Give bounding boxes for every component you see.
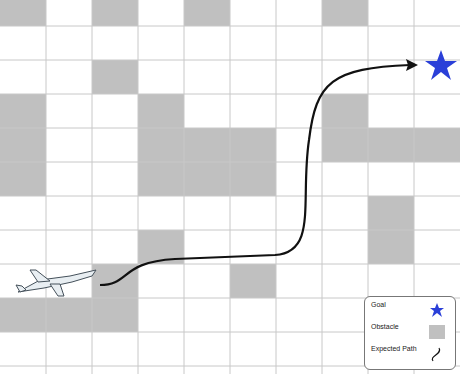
legend-box: GoalObstacleExpected Path (364, 296, 456, 370)
grid-line (0, 26, 460, 27)
obstacle-cell (184, 0, 230, 26)
grid-line (0, 60, 460, 61)
grid-line (0, 196, 460, 197)
grid-line (276, 0, 277, 374)
obstacle-cell (92, 0, 138, 26)
grid-line (138, 0, 139, 374)
path-arrowhead (406, 59, 418, 71)
obstacle-cell (368, 196, 414, 230)
obstacle-cell (138, 162, 184, 196)
obstacle-cell (368, 128, 414, 162)
grid-line (0, 230, 460, 231)
grid-line (46, 0, 47, 374)
legend-swatch (425, 324, 449, 340)
obstacle-cell (368, 230, 414, 264)
uav-plane (16, 270, 96, 296)
legend-path-sample (425, 346, 449, 362)
obstacle-cell (0, 0, 46, 26)
legend-row: Goal (365, 301, 455, 321)
grid-line (0, 162, 460, 163)
legend-text: Expected Path (371, 345, 419, 353)
legend-text: Obstacle (371, 323, 419, 331)
obstacle-cell (322, 0, 368, 26)
legend-text: Goal (371, 301, 419, 309)
obstacle-cell (230, 162, 276, 196)
expected-path (100, 65, 410, 285)
legend-star (425, 302, 449, 318)
obstacle-cell (138, 128, 184, 162)
goal-star (425, 50, 457, 80)
obstacle-cell (0, 298, 46, 332)
obstacle-cell (92, 60, 138, 94)
obstacle-cell (322, 94, 368, 128)
grid-line (92, 0, 93, 374)
obstacle-cell (230, 264, 276, 298)
grid-line (0, 264, 460, 265)
obstacle-cell (0, 94, 46, 128)
legend-row: Obstacle (365, 323, 455, 343)
obstacle-cell (184, 162, 230, 196)
grid-line (0, 94, 460, 95)
grid-line (184, 0, 185, 374)
obstacle-cell (0, 128, 46, 162)
obstacle-cell (92, 298, 138, 332)
obstacle-cell (138, 94, 184, 128)
obstacle-cell (322, 128, 368, 162)
obstacle-cell (0, 162, 46, 196)
grid-line (0, 128, 460, 129)
legend-row: Expected Path (365, 345, 455, 365)
obstacle-cell (230, 128, 276, 162)
grid-line (322, 0, 323, 374)
obstacle-cell (46, 298, 92, 332)
grid-line (230, 0, 231, 374)
obstacle-cell (184, 128, 230, 162)
obstacle-cell (414, 128, 460, 162)
